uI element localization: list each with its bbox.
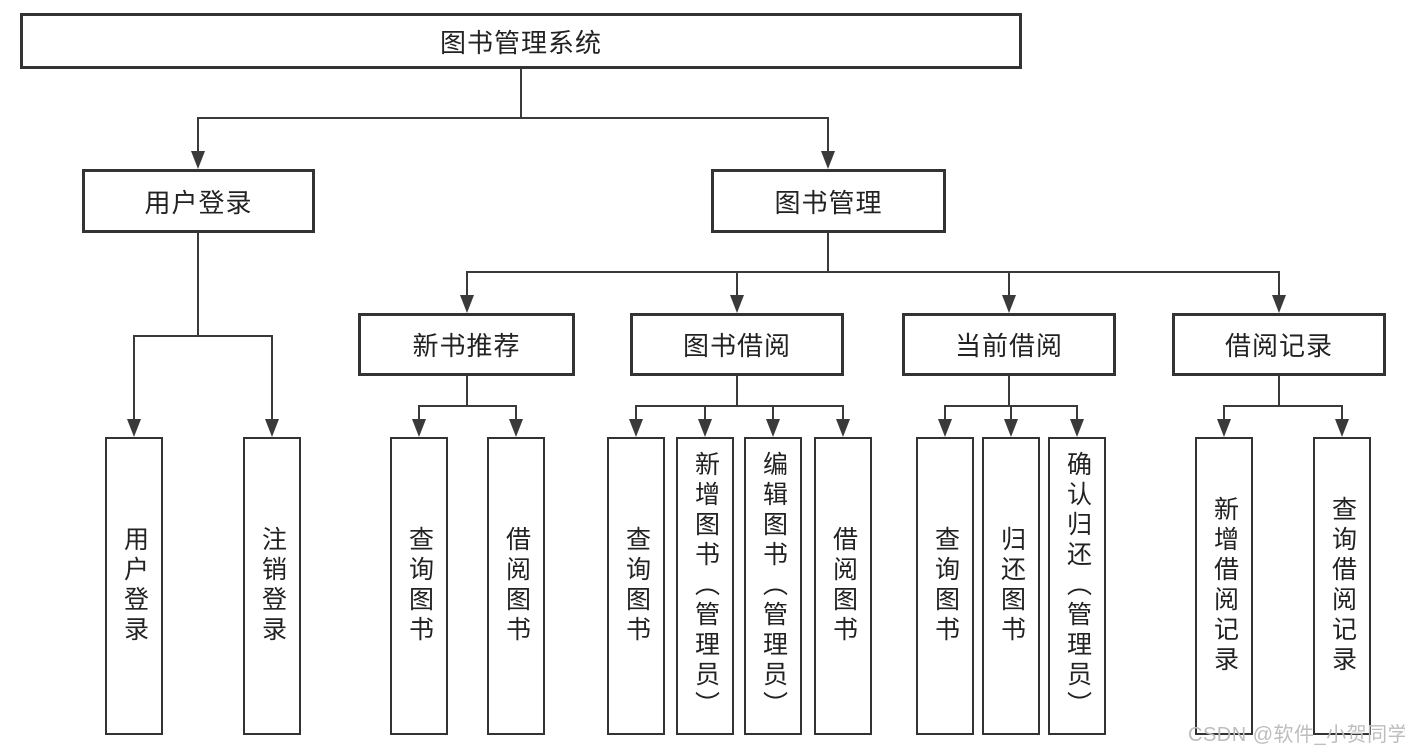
connector-line bbox=[1008, 271, 1010, 295]
leaf-borrow-books-borrowing: 借阅图书 bbox=[814, 437, 872, 735]
node-label: 图书管理 bbox=[774, 187, 883, 218]
node-book-borrowing: 图书借阅 bbox=[630, 313, 844, 376]
connector-line bbox=[197, 117, 199, 153]
leaf-logout-login: 注销登录 bbox=[243, 437, 301, 735]
arrow-down-icon bbox=[1272, 295, 1286, 313]
connector-line bbox=[418, 405, 420, 419]
arrow-down-icon bbox=[412, 419, 426, 437]
connector-line bbox=[736, 271, 738, 295]
leaf-label: 查询图书 bbox=[405, 526, 434, 646]
node-label: 当前借阅 bbox=[954, 331, 1063, 361]
node-borrowing-records: 借阅记录 bbox=[1172, 313, 1386, 376]
leaf-query-borrow-record: 查询借阅记录 bbox=[1313, 437, 1371, 735]
connector-line bbox=[466, 376, 468, 406]
leaf-query-books-current: 查询图书 bbox=[916, 437, 974, 735]
connector-line bbox=[704, 405, 706, 419]
node-new-book-recommend: 新书推荐 bbox=[358, 313, 575, 376]
connector-line bbox=[133, 335, 135, 419]
leaf-label: 归还图书 bbox=[997, 526, 1026, 646]
node-label: 借阅记录 bbox=[1224, 331, 1333, 361]
connector-line bbox=[418, 405, 517, 407]
leaf-label: 新增借阅记录 bbox=[1210, 496, 1239, 676]
connector-line bbox=[842, 405, 844, 419]
node-user-login: 用户登录 bbox=[82, 169, 315, 233]
connector-line bbox=[635, 405, 844, 407]
leaf-query-books-borrowing: 查询图书 bbox=[607, 437, 665, 735]
leaf-label: 注销登录 bbox=[258, 526, 287, 646]
connector-line bbox=[1278, 376, 1280, 406]
connector-line bbox=[1223, 405, 1343, 407]
connector-line bbox=[515, 405, 517, 419]
leaf-label: 编辑图书（管理员） bbox=[759, 451, 788, 721]
arrow-down-icon bbox=[698, 419, 712, 437]
leaf-label: 查询借阅记录 bbox=[1328, 496, 1357, 676]
connector-line bbox=[827, 233, 829, 273]
leaf-query-books-recommend: 查询图书 bbox=[390, 437, 448, 735]
node-label: 图书借阅 bbox=[682, 331, 791, 361]
connector-line bbox=[271, 335, 273, 419]
connector-line bbox=[736, 376, 738, 406]
arrow-down-icon bbox=[836, 419, 850, 437]
connector-line bbox=[1010, 405, 1012, 419]
leaf-label: 查询图书 bbox=[931, 526, 960, 646]
connector-line bbox=[197, 117, 829, 119]
arrow-down-icon bbox=[730, 295, 744, 313]
connector-line bbox=[944, 405, 946, 419]
arrow-down-icon bbox=[766, 419, 780, 437]
arrow-down-icon bbox=[629, 419, 643, 437]
leaf-label: 用户登录 bbox=[120, 526, 149, 646]
arrow-down-icon bbox=[1004, 419, 1018, 437]
leaf-label: 借阅图书 bbox=[502, 526, 531, 646]
watermark: CSDN @软件_小贺同学 bbox=[1188, 724, 1405, 746]
connector-line bbox=[1341, 405, 1343, 419]
leaf-label: 借阅图书 bbox=[829, 526, 858, 646]
leaf-borrow-books-recommend: 借阅图书 bbox=[487, 437, 545, 735]
node-book-management: 图书管理 bbox=[711, 169, 946, 233]
connector-line bbox=[635, 405, 637, 419]
leaf-add-books-admin: 新增图书（管理员） bbox=[676, 437, 734, 735]
arrow-down-icon bbox=[460, 295, 474, 313]
arrow-down-icon bbox=[821, 151, 835, 169]
arrow-down-icon bbox=[509, 419, 523, 437]
node-label: 图书管理系统 bbox=[439, 27, 602, 58]
connector-line bbox=[772, 405, 774, 419]
connector-line bbox=[827, 117, 829, 153]
arrow-down-icon bbox=[1335, 419, 1349, 437]
node-label: 用户登录 bbox=[144, 187, 253, 218]
arrow-down-icon bbox=[127, 419, 141, 437]
connector-line bbox=[466, 271, 468, 295]
arrow-down-icon bbox=[1217, 419, 1231, 437]
connector-line bbox=[1008, 376, 1010, 406]
connector-line bbox=[133, 335, 273, 337]
connector-line bbox=[197, 233, 199, 337]
node-current-borrowing: 当前借阅 bbox=[902, 313, 1116, 376]
connector-line bbox=[520, 69, 522, 117]
leaf-user-login: 用户登录 bbox=[105, 437, 163, 735]
connector-line bbox=[1223, 405, 1225, 419]
leaf-return-books: 归还图书 bbox=[982, 437, 1040, 735]
leaf-edit-books-admin: 编辑图书（管理员） bbox=[744, 437, 802, 735]
leaf-label: 查询图书 bbox=[622, 526, 651, 646]
connector-line bbox=[1278, 271, 1280, 295]
arrow-down-icon bbox=[191, 151, 205, 169]
connector-line bbox=[466, 271, 1280, 273]
arrow-down-icon bbox=[1070, 419, 1084, 437]
leaf-add-borrow-record: 新增借阅记录 bbox=[1195, 437, 1253, 735]
leaf-label: 新增图书（管理员） bbox=[691, 451, 720, 721]
arrow-down-icon bbox=[265, 419, 279, 437]
arrow-down-icon bbox=[1002, 295, 1016, 313]
leaf-confirm-return-admin: 确认归还（管理员） bbox=[1048, 437, 1106, 735]
node-label: 新书推荐 bbox=[412, 331, 521, 361]
connector-line bbox=[1076, 405, 1078, 419]
arrow-down-icon bbox=[938, 419, 952, 437]
leaf-label: 确认归还（管理员） bbox=[1063, 451, 1092, 721]
node-book-management-system: 图书管理系统 bbox=[20, 13, 1022, 69]
